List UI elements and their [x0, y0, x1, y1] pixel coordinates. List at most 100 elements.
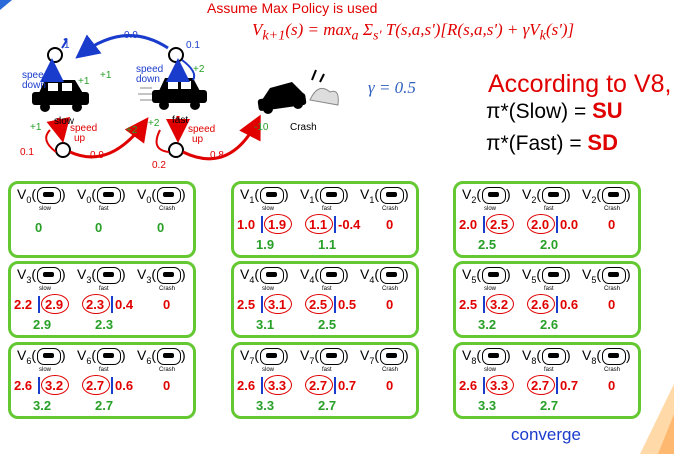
slow-speed-down-value: 2.6 — [14, 378, 33, 393]
v-label-crash: V1() — [360, 186, 409, 205]
lbl-fast-down-reward: +2 — [193, 64, 205, 75]
crash-car-icon — [602, 266, 627, 284]
slow-speed-down-value: 2.6 — [237, 378, 256, 393]
slow-best-circle — [264, 294, 292, 314]
v-label-crash: V6() — [137, 347, 186, 366]
fast-best-circle — [305, 214, 333, 234]
v-label-crash: V4() — [360, 266, 409, 285]
fast-value: 2.7 — [95, 398, 114, 413]
slow-divider — [483, 216, 485, 233]
fast-value: 2.7 — [540, 398, 559, 413]
crash-value: 0 — [608, 297, 616, 312]
v-label-slow: V6() — [17, 347, 66, 366]
lbl-up-2: up — [192, 134, 204, 145]
fast-car-icon — [97, 186, 122, 204]
slow-value: 2.5 — [478, 237, 497, 252]
fast-divider — [111, 377, 113, 394]
slow-speed-up-value: 2.9 — [45, 297, 64, 312]
lbl-fast-up-reward: +2 — [148, 118, 160, 129]
slow-speed-down-value: 1.0 — [237, 217, 256, 232]
slide-corner-accent — [0, 0, 12, 10]
fast-divider — [334, 216, 336, 233]
v-label-fast: V2() — [522, 186, 571, 205]
sub-label-crash: Crash — [604, 286, 621, 292]
slow-speed-down-value: 2.5 — [237, 297, 256, 312]
crash-car-icon — [380, 347, 405, 365]
sub-label-slow: slow — [39, 367, 52, 373]
lbl-fast-to-slow: 0.9 — [124, 30, 138, 41]
lbl-speed-2: speed — [136, 64, 163, 75]
sub-label-fast: fast — [99, 206, 109, 212]
lbl-fast-down-top: 0.1 — [186, 40, 200, 51]
lbl-slow-up-reward: +1 — [30, 122, 42, 133]
lbl-speed-1: speed — [22, 70, 49, 81]
slow-up-arrow — [46, 116, 71, 143]
sub-label-crash: Crash — [159, 286, 176, 292]
fast-speed-up-value: 0.6 — [115, 378, 134, 393]
slow-divider — [261, 296, 263, 313]
slow-divider — [38, 377, 40, 394]
lbl-crash: Crash — [290, 122, 317, 133]
converge-label: converge — [511, 425, 581, 444]
slow-divider — [261, 377, 263, 394]
v-label-crash: V2() — [582, 186, 631, 205]
sub-label-fast: fast — [322, 206, 332, 212]
slow-speed-down-value: 2.0 — [459, 217, 478, 232]
slow-best-circle — [264, 214, 292, 234]
fast-divider — [556, 377, 558, 394]
sub-label-slow: slow — [484, 206, 497, 212]
policy-fast: π*(Fast) = SD — [486, 130, 618, 155]
slow-car-icon — [260, 186, 285, 204]
fast-car-icon — [320, 347, 345, 365]
crash-car-icon — [157, 347, 182, 365]
fast-best-circle — [82, 375, 110, 395]
policy-slow: π*(Slow) = SU — [486, 98, 623, 123]
fast-divider — [556, 216, 558, 233]
slow-car-icon — [37, 186, 62, 204]
sub-label-slow: slow — [484, 286, 497, 292]
fast-speed-up-value: 0.7 — [338, 378, 357, 393]
crash-car-icon — [157, 266, 182, 284]
sub-label-fast: fast — [322, 367, 332, 373]
v-label-fast: V8() — [522, 347, 571, 366]
v-label-fast: V7() — [300, 347, 349, 366]
fast-to-crash-arrow — [182, 114, 261, 161]
slow-speed-up-value: 3.3 — [268, 378, 287, 393]
lbl-speed-4: speed — [188, 124, 215, 135]
slow-divider — [38, 296, 40, 313]
slow-car-icon — [37, 266, 62, 284]
fast-divider — [111, 296, 113, 313]
v-label-fast: V5() — [522, 266, 571, 285]
sub-label-slow: slow — [39, 286, 52, 292]
lbl-down-2: down — [136, 74, 160, 85]
crash-value: 0 — [608, 217, 616, 232]
slow-car-icon — [482, 266, 507, 284]
crash-car-icon — [157, 186, 182, 204]
sub-label-fast: fast — [99, 367, 109, 373]
slow-best-circle — [486, 375, 514, 395]
crash-car-icon — [602, 347, 627, 365]
fast-car-icon — [320, 186, 345, 204]
crash-value: 0 — [163, 378, 171, 393]
v-label-fast: V3() — [77, 266, 126, 285]
slow-value: 0 — [35, 220, 43, 235]
slow-speed-up-value: 3.2 — [45, 378, 64, 393]
slow-speed-up-value: 3.3 — [490, 378, 509, 393]
v-label-slow: V1() — [240, 186, 289, 205]
fast-car-icon — [542, 347, 567, 365]
lbl-slow-down-reward2: +1 — [100, 70, 112, 81]
fast-divider — [556, 296, 558, 313]
fast-speed-down-value: 2.7 — [531, 378, 550, 393]
sub-label-slow: slow — [262, 367, 275, 373]
sub-label-crash: Crash — [382, 206, 399, 212]
slow-best-circle — [486, 214, 514, 234]
v-label-slow: V5() — [462, 266, 511, 285]
v-label-fast: V1() — [300, 186, 349, 205]
crash-value: 0 — [157, 220, 165, 235]
fast-speed-up-value: 0.7 — [560, 378, 579, 393]
fast-speed-down-value: 2.7 — [86, 378, 105, 393]
crash-value: 0 — [608, 378, 616, 393]
fast-value: 1.1 — [318, 237, 337, 252]
